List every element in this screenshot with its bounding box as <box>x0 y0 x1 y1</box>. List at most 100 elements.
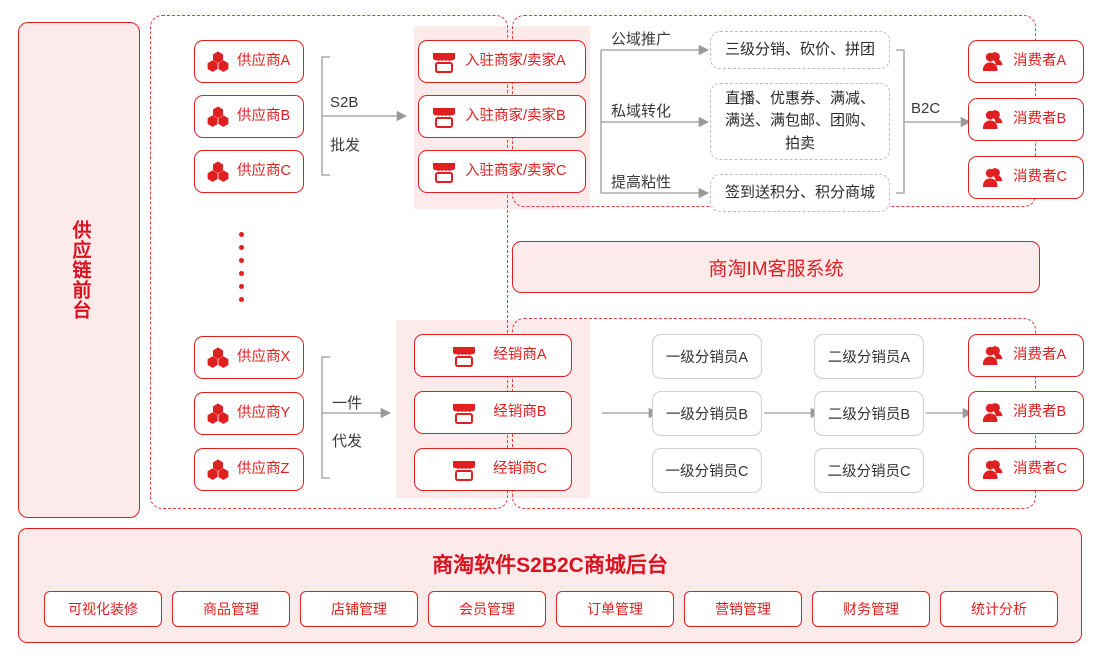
dealer-node-a[interactable]: 经销商A <box>414 334 572 377</box>
dot <box>238 284 244 289</box>
marketing-box-stickiness[interactable]: 签到送积分、积分商城 <box>710 174 890 212</box>
admin-module-marketing-management[interactable]: 营销管理 <box>684 591 802 627</box>
admin-module-label: 订单管理 <box>587 601 643 617</box>
node-label: 消费者B <box>1013 404 1067 421</box>
consumer-node-b-top[interactable]: 消费者B <box>968 98 1084 141</box>
node-label: 经销商B <box>493 404 547 421</box>
s2b-connector <box>321 56 408 176</box>
user-group-icon <box>981 51 1005 73</box>
admin-backend-panel: 商淘软件S2B2C商城后台 可视化装修 商品管理 店铺管理 会员管理 订单管理 … <box>18 528 1082 643</box>
distributor-l1-node-a[interactable]: 一级分销员A <box>652 334 762 379</box>
b2c-connector <box>896 49 972 194</box>
node-label: 二级分销员A <box>827 350 911 366</box>
dropship-label-line1: 一件 <box>332 395 363 412</box>
admin-module-label: 营销管理 <box>715 601 771 617</box>
s2b-label-line2: 批发 <box>330 137 361 154</box>
user-group-icon <box>981 167 1005 189</box>
channel-connectors <box>600 44 710 199</box>
node-label: 消费者B <box>1013 111 1067 128</box>
channel-label-stickiness: 提高粘性 <box>611 174 672 191</box>
distributor-l1-node-b[interactable]: 一级分销员B <box>652 391 762 436</box>
supplier-node-a[interactable]: 供应商A <box>194 40 304 83</box>
admin-module-label: 统计分析 <box>971 601 1027 617</box>
node-label: 供应商Y <box>237 405 291 422</box>
shop-icon <box>451 458 477 482</box>
node-label: 二级分销员B <box>827 407 911 423</box>
dealer-node-c[interactable]: 经销商C <box>414 448 572 491</box>
channel-label-public: 公域推广 <box>611 31 672 48</box>
hexagon-cluster-icon <box>207 403 229 424</box>
supplier-node-y[interactable]: 供应商Y <box>194 392 304 435</box>
merchant-node-a[interactable]: 入驻商家/卖家A <box>418 40 586 83</box>
distributor-l1-node-c[interactable]: 一级分销员C <box>652 448 762 493</box>
hexagon-cluster-icon <box>207 459 229 480</box>
node-label: 经销商C <box>493 461 547 478</box>
dealer-node-b[interactable]: 经销商B <box>414 391 572 434</box>
admin-module-product-management[interactable]: 商品管理 <box>172 591 290 627</box>
node-label: 消费者A <box>1013 347 1067 364</box>
consumer-node-a-bottom[interactable]: 消费者A <box>968 334 1084 377</box>
admin-module-visual-decoration[interactable]: 可视化装修 <box>44 591 162 627</box>
hexagon-cluster-icon <box>207 51 229 72</box>
node-label: 供应商B <box>237 108 291 125</box>
admin-module-finance-management[interactable]: 财务管理 <box>812 591 930 627</box>
node-label: 入驻商家/卖家B <box>465 108 566 125</box>
dot <box>238 297 244 302</box>
node-label: 经销商A <box>493 347 547 364</box>
distributor-l2-node-b[interactable]: 二级分销员B <box>814 391 924 436</box>
distributor-l2-node-c[interactable]: 二级分销员C <box>814 448 924 493</box>
node-label: 供应商A <box>237 53 291 70</box>
node-label: 消费者C <box>1013 169 1067 186</box>
admin-module-order-management[interactable]: 订单管理 <box>556 591 674 627</box>
ellipsis-dots <box>236 232 246 302</box>
consumer-node-b-bottom[interactable]: 消费者B <box>968 391 1084 434</box>
supplier-node-c[interactable]: 供应商C <box>194 150 304 193</box>
node-label: 供应商C <box>237 163 291 180</box>
admin-module-store-management[interactable]: 店铺管理 <box>300 591 418 627</box>
user-group-icon <box>981 402 1005 424</box>
dot <box>238 258 244 263</box>
shop-icon <box>451 401 477 425</box>
b2c-label: B2C <box>911 100 941 117</box>
merchant-node-b[interactable]: 入驻商家/卖家B <box>418 95 586 138</box>
channel-label-private: 私域转化 <box>611 103 672 120</box>
admin-module-row: 可视化装修 商品管理 店铺管理 会员管理 订单管理 营销管理 财务管理 统计分析 <box>39 591 1063 627</box>
supplier-node-z[interactable]: 供应商Z <box>194 448 304 491</box>
marketing-box-text: 签到送积分、积分商城 <box>724 183 875 201</box>
shop-icon <box>431 105 457 129</box>
supplier-node-x[interactable]: 供应商X <box>194 336 304 379</box>
dropship-label-line2: 代发 <box>332 433 363 450</box>
supply-chain-frontend-label: 供应链前台 <box>69 220 91 320</box>
shop-icon <box>431 160 457 184</box>
im-service-system-bar[interactable]: 商淘IM客服系统 <box>512 241 1040 293</box>
user-group-icon <box>981 109 1005 131</box>
s2b-label-line1: S2B <box>330 94 359 111</box>
node-label: 供应商X <box>237 349 291 366</box>
node-label: 入驻商家/卖家C <box>465 163 567 180</box>
marketing-box-public[interactable]: 三级分销、砍价、拼团 <box>710 31 890 69</box>
dot <box>238 245 244 250</box>
marketing-box-text: 直播、优惠券、满减、满送、满包邮、团购、拍卖 <box>724 89 875 152</box>
supplier-node-b[interactable]: 供应商B <box>194 95 304 138</box>
admin-module-label: 可视化装修 <box>68 601 138 617</box>
distribution-zone-boundary <box>512 318 1036 509</box>
user-group-icon <box>981 345 1005 367</box>
shop-icon <box>431 50 457 74</box>
marketing-box-private[interactable]: 直播、优惠券、满减、满送、满包邮、团购、拍卖 <box>710 83 890 160</box>
admin-module-member-management[interactable]: 会员管理 <box>428 591 546 627</box>
hexagon-cluster-icon <box>207 106 229 127</box>
consumer-node-a-top[interactable]: 消费者A <box>968 40 1084 83</box>
supply-zone-boundary <box>150 15 508 509</box>
distributor-l2-node-a[interactable]: 二级分销员A <box>814 334 924 379</box>
consumer-node-c-top[interactable]: 消费者C <box>968 156 1084 199</box>
consumer-node-c-bottom[interactable]: 消费者C <box>968 448 1084 491</box>
merchant-node-c[interactable]: 入驻商家/卖家C <box>418 150 586 193</box>
admin-panel-title: 商淘软件S2B2C商城后台 <box>432 554 668 577</box>
node-label: 供应商Z <box>237 461 290 478</box>
supply-chain-frontend-panel[interactable]: 供应链前台 <box>18 22 140 518</box>
dot <box>238 271 244 276</box>
dot <box>238 232 244 237</box>
admin-module-statistics-analysis[interactable]: 统计分析 <box>940 591 1058 627</box>
